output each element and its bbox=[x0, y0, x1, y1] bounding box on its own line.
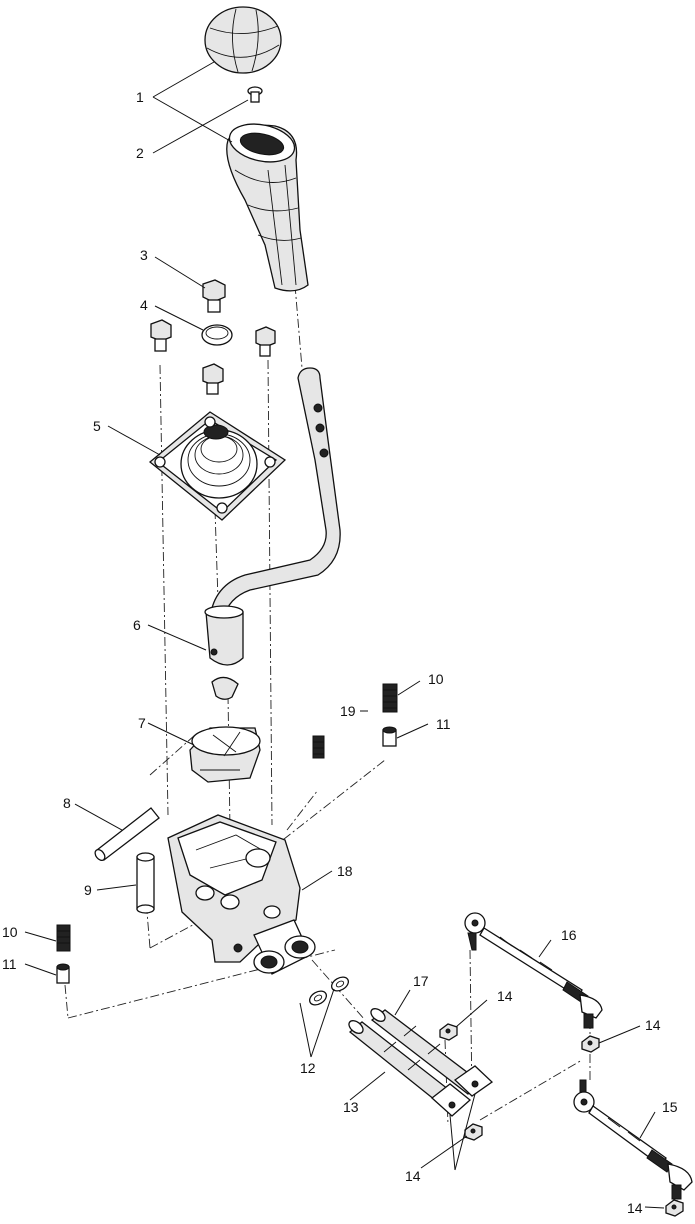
callout-16: 16 bbox=[561, 927, 577, 943]
spring-right bbox=[382, 683, 398, 713]
shift-rod-lower bbox=[348, 1020, 472, 1117]
callout-9: 9 bbox=[84, 882, 92, 898]
callout-10-right: 10 bbox=[428, 671, 444, 687]
callout-5: 5 bbox=[93, 418, 101, 434]
plunger-right bbox=[382, 726, 397, 747]
callout-14-a: 14 bbox=[497, 988, 513, 1004]
callout-1: 1 bbox=[136, 89, 144, 105]
shift-rod-upper bbox=[370, 1008, 494, 1097]
callout-15: 15 bbox=[662, 1099, 678, 1115]
callout-17: 17 bbox=[413, 973, 429, 989]
dowel bbox=[136, 852, 155, 914]
callout-8: 8 bbox=[63, 795, 71, 811]
callout-2: 2 bbox=[136, 145, 144, 161]
callout-10-left: 10 bbox=[2, 924, 18, 940]
boot-plate bbox=[148, 411, 287, 521]
pivot-block bbox=[189, 726, 261, 783]
callout-11-left: 11 bbox=[2, 956, 17, 972]
callout-labels: 1 2 3 4 5 6 7 8 9 10 11 10 11 19 18 12 1… bbox=[2, 89, 678, 1216]
callout-11-right: 11 bbox=[436, 716, 451, 732]
screw bbox=[247, 86, 263, 103]
callout-6: 6 bbox=[133, 617, 141, 633]
callout-14-b: 14 bbox=[645, 1017, 661, 1033]
plunger-left bbox=[56, 963, 70, 984]
shift-lever bbox=[204, 367, 341, 700]
shift-knob bbox=[204, 6, 282, 74]
clamp-ring bbox=[201, 324, 233, 346]
callout-13: 13 bbox=[343, 1099, 359, 1115]
washers bbox=[308, 976, 350, 1006]
small-spring bbox=[312, 735, 325, 759]
callout-19: 19 bbox=[340, 703, 356, 719]
callout-14-c: 14 bbox=[405, 1168, 421, 1184]
leader-lines bbox=[24, 61, 665, 1209]
tie-rod-upper bbox=[464, 912, 603, 1029]
spring-left bbox=[56, 924, 71, 952]
long-pin bbox=[94, 807, 160, 861]
nuts bbox=[439, 1023, 684, 1217]
callout-14-d: 14 bbox=[627, 1200, 643, 1216]
tie-rod-lower bbox=[573, 1079, 693, 1200]
bolts bbox=[150, 279, 276, 395]
axis-lines bbox=[64, 284, 679, 1214]
callout-12: 12 bbox=[300, 1060, 316, 1076]
callout-3: 3 bbox=[140, 247, 148, 263]
callout-18: 18 bbox=[337, 863, 353, 879]
callout-7: 7 bbox=[138, 715, 146, 731]
shifter-housing bbox=[167, 814, 316, 975]
callout-4: 4 bbox=[140, 297, 148, 313]
shift-handle-boot bbox=[226, 123, 309, 292]
